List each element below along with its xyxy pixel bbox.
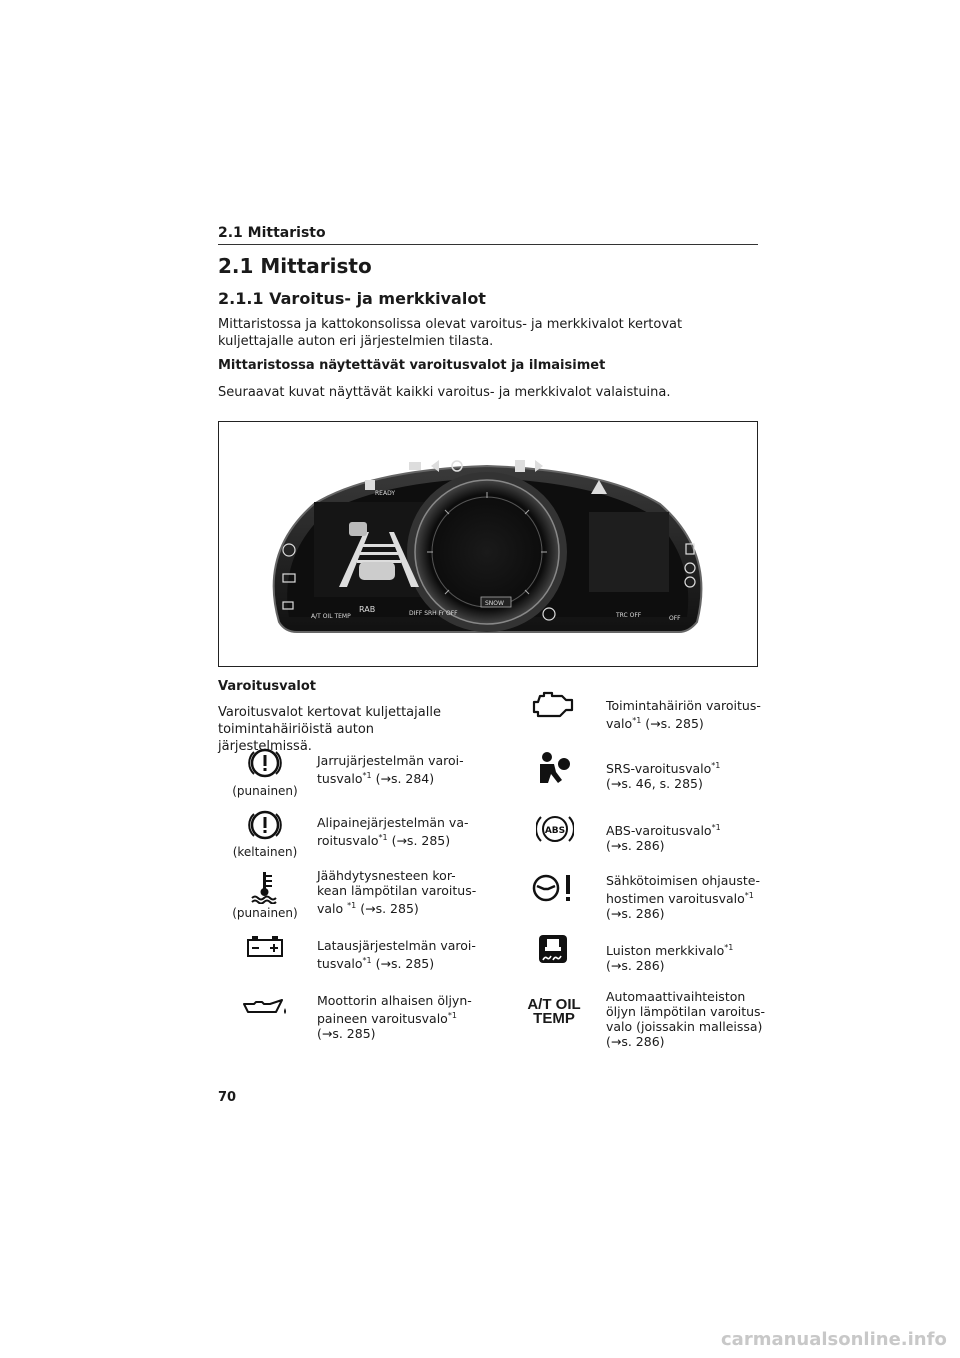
instrument-cluster-illustration: READY A/T OIL TEMP RAB DIFF SRH Fr OFF T… [272, 460, 703, 633]
brake-warning-text: Jarrujärjestelmän varoi-tusvalo*1 (→s. 2… [317, 753, 464, 787]
coolant-temp-caption: (punainen) [232, 906, 298, 920]
cluster-trc-off-label: TRC OFF [615, 612, 642, 619]
section-header-label: 2.1 Mittaristo [218, 225, 326, 241]
brake-warning-caption: (punainen) [232, 784, 298, 798]
brake-warning-icon [248, 748, 282, 778]
figure-note: Seuraavat kuvat näyttävät kaikki varoitu… [218, 385, 671, 400]
section-title: Varoitusvalot [218, 679, 316, 694]
page-number: 70 [218, 1090, 237, 1105]
vacuum-warning-text: Alipainejärjestelmän va-roitusvalo*1 (→s… [317, 815, 469, 849]
slip-indicator-text: Luiston merkkivalo*1(→s. 286) [606, 943, 734, 974]
power-steering-icon [532, 874, 570, 902]
cluster-snow-label: SNOW [485, 600, 504, 607]
cluster-diff-label: DIFF SRH Fr OFF [409, 610, 458, 617]
engine-check-icon [532, 691, 574, 718]
airbag-text: SRS-varoitusvalo*1(→s. 46, s. 285) [606, 761, 721, 792]
oil-pressure-text: Moottorin alhaisen öljyn-paineen varoitu… [317, 993, 472, 1042]
coolant-temp-icon [251, 872, 277, 904]
engine-check-text: Toimintahäiriön varoitus-valo*1 (→s. 285… [606, 698, 761, 732]
intro-paragraph: Mittaristossa ja kattokonsolissa olevat … [218, 317, 683, 349]
vacuum-warning-icon [248, 810, 282, 840]
page-title: 2.1 Mittaristo [218, 254, 372, 278]
watermark-logo: carmanualsonline.info [721, 1329, 947, 1350]
page-subtitle: 2.1.1 Varoitus- ja merkkivalot [218, 289, 486, 308]
section-description: Varoitusvalot kertovat kuljettajalle toi… [218, 705, 441, 754]
battery-icon [247, 936, 283, 957]
header-divider [218, 244, 758, 245]
battery-text: Latausjärjestelmän varoi-tusvalo*1 (→s. … [317, 938, 476, 972]
cluster-ready-label: READY [375, 490, 395, 497]
oil-pressure-icon [243, 999, 286, 1014]
at-oil-temp-text: Automaattivaihteiston öljyn lämpötilan v… [606, 989, 766, 1049]
cluster-at-oil-label: A/T OIL TEMP [311, 613, 351, 620]
vacuum-warning-caption: (keltainen) [232, 845, 298, 859]
cluster-off-label: OFF [669, 615, 681, 622]
abs-text: ABS-varoitusvalo*1(→s. 286) [606, 823, 721, 854]
airbag-icon [540, 752, 570, 783]
cluster-subheading: Mittaristossa näytettävät varoitusvalot … [218, 358, 606, 373]
svg-text:ABS: ABS [545, 826, 565, 836]
at-oil-temp-icon: A/T OIL TEMP [527, 996, 581, 1027]
cluster-rab-label: RAB [359, 605, 375, 614]
coolant-temp-text: Jäähdytysnesteen kor-kean lämpötilan var… [317, 868, 477, 917]
slip-indicator-icon [539, 935, 567, 963]
instrument-cluster-figure: READY A/T OIL TEMP RAB DIFF SRH Fr OFF T… [218, 421, 758, 667]
abs-icon: ABS [536, 816, 574, 842]
power-steering-text: Sähkötoimisen ohjauste-hostimen varoitus… [606, 873, 760, 922]
